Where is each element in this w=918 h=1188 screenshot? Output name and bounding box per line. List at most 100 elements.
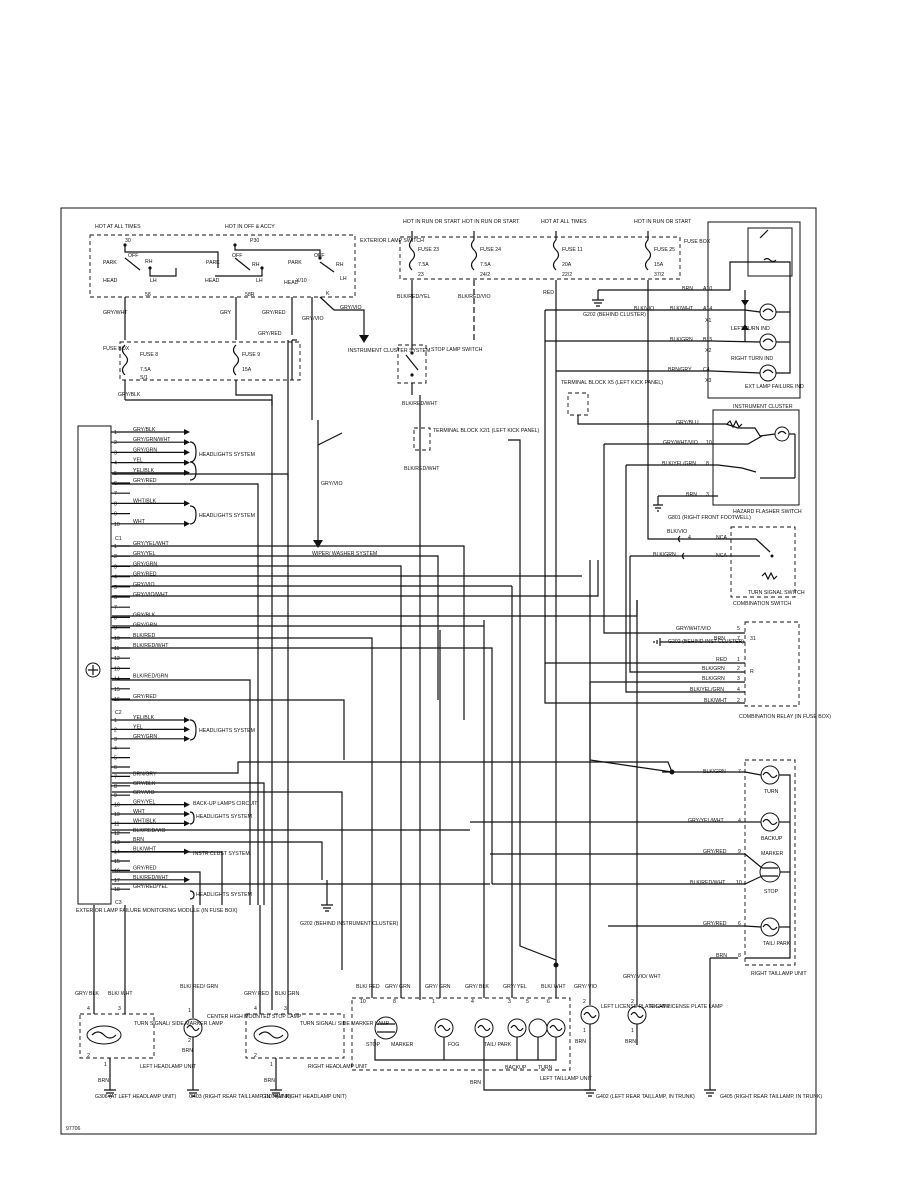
hazard-pin-2: 10 xyxy=(706,440,712,446)
group1-pin-3: 4 xyxy=(114,461,117,467)
group3-wire-13: BRN xyxy=(133,837,144,843)
right-turn-ind-label: RIGHT TURN IND xyxy=(731,356,773,362)
group1-arrow-head-4 xyxy=(184,469,190,476)
group3-pin-17: 17 xyxy=(114,878,120,884)
group2-pin-11: 12 xyxy=(114,656,120,662)
switch-term-x10: X/10 xyxy=(296,278,307,284)
target-headlights-4: HEADLIGHTS SYSTEM xyxy=(196,814,252,820)
switch-pos-lh-2: LH xyxy=(256,278,263,284)
hazard-wires xyxy=(604,419,796,505)
rh-pin-1: 4 xyxy=(254,1006,257,1012)
lh-wire-2: BLK/ WHT xyxy=(108,991,133,997)
relay-term-r: R xyxy=(750,669,754,675)
wire-label-gry-red: GRY/RED xyxy=(262,310,286,316)
rt-pin-5: 6 xyxy=(738,921,741,927)
lt-pin-5: 3 xyxy=(508,999,511,1005)
rt-pin-3: 9 xyxy=(738,849,741,855)
group1-pin-2: 3 xyxy=(114,450,117,456)
lt-turn-label: TURN xyxy=(538,1065,553,1071)
lt-ground-wire: BRN xyxy=(470,1080,481,1086)
hazard-wire-1: GRY/BLU xyxy=(676,420,699,426)
ground-g801-label: G801 (RIGHT FRONT FOOTWELL) xyxy=(668,515,751,521)
lt-pin-3: 1 xyxy=(432,999,435,1005)
feed-4: HOT IN RUN OR START xyxy=(462,219,520,225)
diagram-frame xyxy=(60,207,817,1135)
group2-wire-3: GRY/RED xyxy=(133,572,157,578)
wire-label-gry-vio-2: GRY/VIO xyxy=(340,305,362,311)
group3-arrow-head-11 xyxy=(184,820,190,827)
rh-unit-label: RIGHT HEADLAMP UNIT xyxy=(308,1064,368,1070)
rh-lamp-label: TURN SIGNAL/ SIDE MARKER LAMP xyxy=(300,1021,390,1027)
relay-pin-5: 3 xyxy=(737,676,740,682)
module-brackets xyxy=(189,441,197,900)
lh-pin-3: 2 xyxy=(87,1053,90,1059)
top-fuse-wires xyxy=(411,231,649,965)
ts-wire-1: BLK/VIO xyxy=(667,529,687,535)
g405-label: G405 (RIGHT REAR TAILLAMP, IN TRUNK) xyxy=(720,1094,822,1100)
rt-wire-2: GRY/YEL/WHT xyxy=(688,818,724,824)
ext-lamp-failure-ind-label: EXT LAMP FAILURE IND xyxy=(745,384,804,390)
switch-output-wires xyxy=(124,296,369,420)
chmsl-pin-2: 2 xyxy=(188,1038,191,1044)
group2-wire-2: GRY/GRN xyxy=(133,561,157,567)
switch-pos-lh-1: LH xyxy=(150,278,157,284)
group1-wire-5: GRY/RED xyxy=(133,478,157,484)
group2-pin-3: 4 xyxy=(114,575,117,581)
cluster-x2: X2 xyxy=(705,348,711,354)
cluster-pin-a14-wire: BLK/WHT xyxy=(670,306,694,312)
module-title: EXTERIOR LAMP FAILURE MONITORING MODULE … xyxy=(76,908,238,914)
switch-pos-off-1: OFF xyxy=(128,253,138,259)
switch-term-p30: P30 xyxy=(250,238,259,244)
exterior-lamp-switch-title: EXTERIOR LAMP SWITCH xyxy=(360,238,424,244)
fuse-23-term: 23 xyxy=(418,272,424,278)
lh-lamp-label: TURN SIGNAL/ SIDE MARKER LAMP xyxy=(134,1021,224,1027)
chmsl-ground-label: G403 (RIGHT REAR TAILLAMP, IN TRUNK) xyxy=(189,1094,291,1100)
fuse-11-rating: 20A xyxy=(562,262,572,268)
fuse-8-name: FUSE 8 xyxy=(140,352,158,358)
llp-pin-2: 1 xyxy=(583,1028,586,1034)
wire-label-gry-blk: GRY/BLK xyxy=(118,392,141,398)
group3-pin-18: 18 xyxy=(114,887,120,893)
rt-wire-4: BLK/RED/WHT xyxy=(690,880,726,886)
group3-wire-9: GRY/YEL xyxy=(133,800,156,806)
ts-pin-1: 4 xyxy=(688,535,691,541)
group2-pin-14: 15 xyxy=(114,687,120,693)
group2-pin-4: 5 xyxy=(114,585,117,591)
group3-arrow-head-2 xyxy=(184,735,190,742)
turn-signal-switch-title: TURN SIGNAL SWITCH xyxy=(748,590,805,596)
terminal-block-x21-label: TERMINAL BLOCK X2/1 (LEFT KICK PANEL) xyxy=(433,428,540,434)
group2-pin-2: 3 xyxy=(114,564,117,570)
right-license-lamp: GRY/ VIO/ WHT 2 1 RIGHT LICENSE PLATE LA… xyxy=(623,600,723,1045)
rh-pin-2: 3 xyxy=(284,1006,287,1012)
group3-pin-5: 6 xyxy=(114,765,117,771)
hazard-wire-2: GRY/WHT/VIO xyxy=(663,440,698,446)
target-headlights-5: HEADLIGHTS SYSTEM xyxy=(196,892,252,898)
rt-pin-4: 10 xyxy=(736,880,742,886)
group3-arrow-head-10 xyxy=(184,811,190,817)
wire-blk-vio: BLK/VIO xyxy=(634,306,654,312)
group3-wire-10: WHT xyxy=(133,809,146,815)
wiper-system-label: WIPER/ WASHER SYSTEM xyxy=(312,551,377,557)
group1-wire-2: GRY/GRN xyxy=(133,447,157,453)
switch-contacts xyxy=(123,243,335,277)
chmsl: BLK/ RED/ GRN 1 2 CENTER HIGH MOUNTED ST… xyxy=(180,905,302,1100)
lt-wire-4: GRY/ BLK xyxy=(465,984,489,990)
right-taillamp-title: RIGHT TAILLAMP UNIT xyxy=(751,971,807,977)
group1-pin-7: 8 xyxy=(114,501,117,507)
ground-g202-module-label: G202 (BEHIND INSTRUMENT CLUSTER) xyxy=(300,921,398,927)
wire-blk-red-vio: BLK/RED/VIO xyxy=(458,294,491,300)
relay-pin-6: 4 xyxy=(737,687,740,693)
switch-pos-off-2: OFF xyxy=(232,253,242,259)
lh-wire-1: GRY/ BLK xyxy=(75,991,99,997)
group1-pin-0: 1 xyxy=(114,430,117,436)
group2-wire-15: GRY/RED xyxy=(133,694,157,700)
group2-pin-6: 7 xyxy=(114,605,117,611)
group3-pin-1: 2 xyxy=(114,727,117,733)
group3-wire-2: GRY/GRN xyxy=(133,734,157,740)
cluster-pin-a14: A14 xyxy=(703,306,712,312)
failure-monitoring-module xyxy=(77,425,112,905)
relay-pin-4: 2 xyxy=(737,666,740,672)
group3-pin-9: 10 xyxy=(114,803,120,809)
fuse-24-term: 24/2 xyxy=(480,272,490,278)
